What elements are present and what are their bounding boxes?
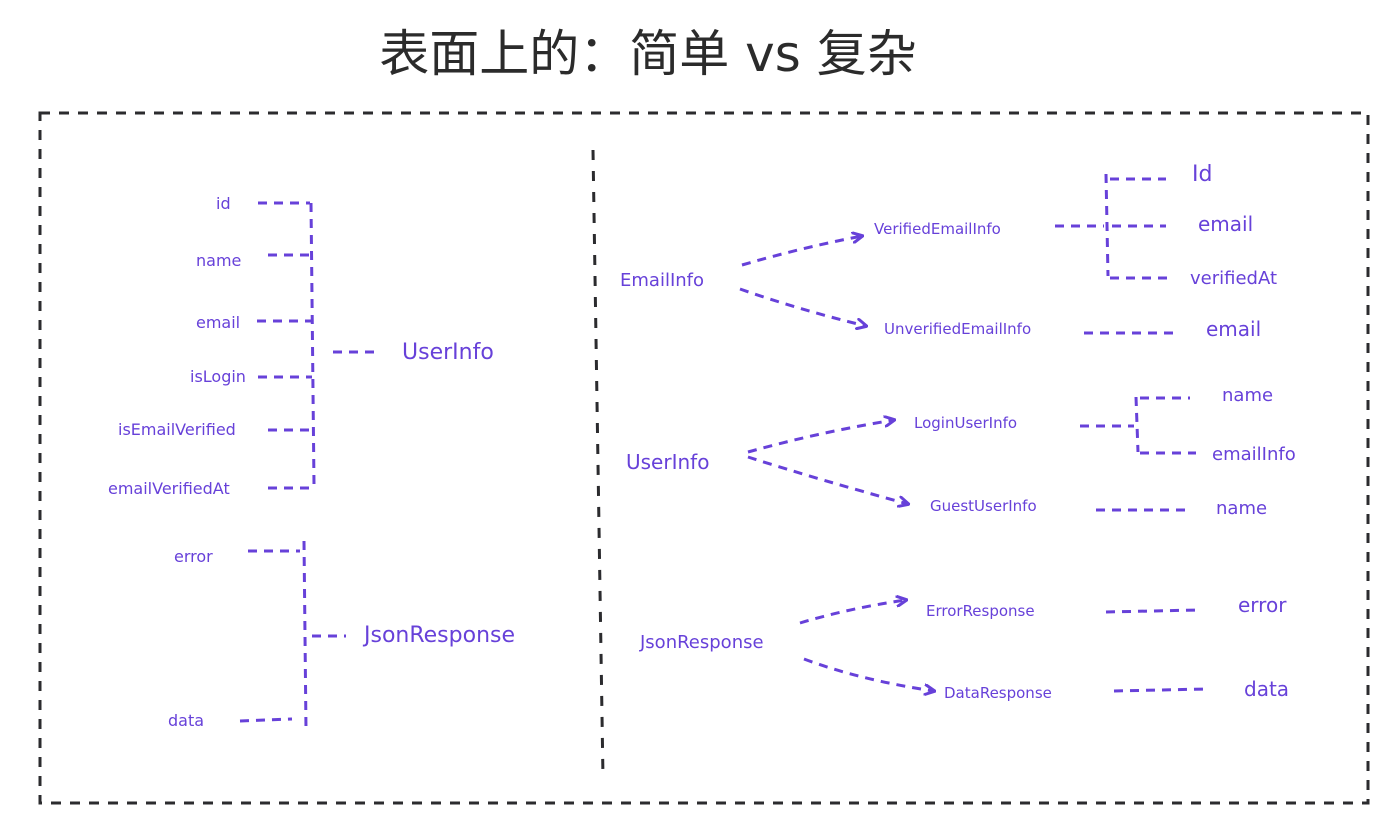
right-jsonresponse-connectors bbox=[799, 600, 1207, 691]
page-title: 表面上的：简单 vs 复杂 bbox=[379, 25, 917, 83]
login-field-emailinfo: emailInfo bbox=[1212, 444, 1296, 465]
login-field-name: name bbox=[1222, 385, 1273, 406]
error-field: error bbox=[1238, 593, 1287, 617]
guest-field-name: name bbox=[1216, 498, 1267, 519]
left-userinfo-connectors bbox=[257, 201, 380, 490]
outer-frame bbox=[38, 111, 1370, 805]
verified-field-email: email bbox=[1198, 212, 1253, 236]
login-user-info: LoginUserInfo bbox=[914, 414, 1017, 432]
userinfo-label: UserInfo bbox=[402, 340, 494, 365]
right-jsonresponse-group: JsonResponse ErrorResponse DataResponse … bbox=[639, 593, 1289, 702]
error-response: ErrorResponse bbox=[926, 602, 1035, 620]
unverified-email-info: UnverifiedEmailInfo bbox=[884, 320, 1031, 338]
data-response: DataResponse bbox=[944, 684, 1052, 702]
field-emailverifiedat: emailVerifiedAt bbox=[108, 479, 230, 498]
verified-email-info: VerifiedEmailInfo bbox=[874, 220, 1001, 238]
verified-field-id: Id bbox=[1192, 162, 1212, 187]
right-userinfo-group: UserInfo LoginUserInfo GuestUserInfo nam… bbox=[626, 385, 1296, 519]
jsonresponse-label: JsonResponse bbox=[362, 623, 515, 648]
field-name: name bbox=[196, 251, 241, 270]
jsonresponse-root: JsonResponse bbox=[639, 632, 764, 653]
emailinfo-root: EmailInfo bbox=[620, 270, 704, 291]
field-error: error bbox=[174, 547, 213, 566]
field-email: email bbox=[196, 313, 240, 332]
left-jsonresponse-group: error data JsonResponse bbox=[168, 547, 515, 730]
data-field: data bbox=[1244, 677, 1289, 701]
field-islogin: isLogin bbox=[190, 367, 246, 386]
guest-user-info: GuestUserInfo bbox=[930, 497, 1037, 515]
userinfo-root: UserInfo bbox=[626, 450, 709, 474]
field-id: id bbox=[216, 194, 231, 213]
field-data: data bbox=[168, 711, 204, 730]
unverified-field-email: email bbox=[1206, 317, 1261, 341]
verified-field-verifiedat: verifiedAt bbox=[1190, 268, 1277, 289]
right-emailinfo-connectors bbox=[739, 173, 1176, 335]
left-userinfo-group: id name email isLogin isEmailVerified em… bbox=[108, 194, 494, 498]
right-emailinfo-group: EmailInfo VerifiedEmailInfo UnverifiedEm… bbox=[620, 162, 1277, 341]
left-jsonresponse-connectors bbox=[239, 540, 346, 731]
right-userinfo-connectors bbox=[747, 396, 1196, 512]
center-divider bbox=[591, 149, 605, 779]
field-isemailverified: isEmailVerified bbox=[118, 420, 236, 439]
